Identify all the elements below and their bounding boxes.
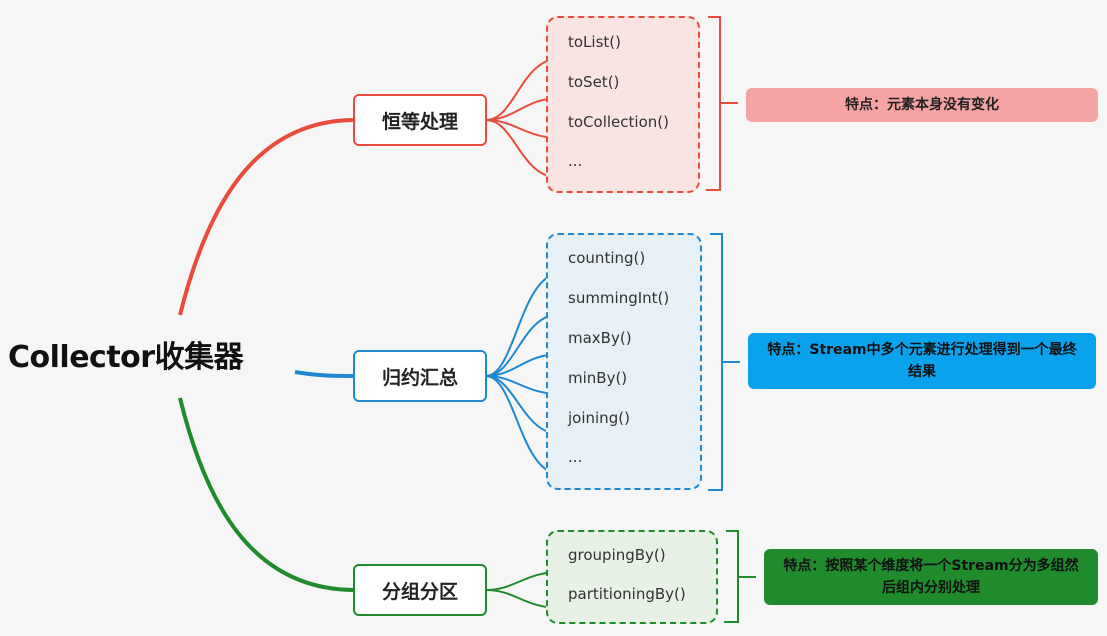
method-tolist[interactable]: toList() (568, 33, 621, 51)
method-maxby[interactable]: maxBy() (568, 329, 632, 347)
method-ellipsis: ... (568, 152, 583, 170)
reduce-note: 特点：Stream中多个元素进行处理得到一个最终结果 (748, 333, 1096, 389)
reduce-bracket (708, 233, 740, 491)
identity-bracket (706, 16, 738, 191)
method-tocollection[interactable]: toCollection() (568, 113, 669, 131)
category-identity[interactable]: 恒等处理 (353, 94, 487, 146)
root-to-reduce-line (294, 370, 356, 378)
method-joining[interactable]: joining() (568, 409, 630, 427)
root-to-identity-line (178, 118, 356, 316)
partition-note: 特点：按照某个维度将一个Stream分为多组然后组内分别处理 (764, 549, 1098, 605)
partition-bracket (724, 530, 756, 623)
method-ellipsis: ... (568, 448, 583, 466)
method-toset[interactable]: toSet() (568, 73, 620, 91)
category-partition[interactable]: 分组分区 (353, 564, 487, 616)
root-to-partition-line (178, 397, 356, 592)
identity-note: 特点：元素本身没有变化 (746, 88, 1098, 122)
method-groupingby[interactable]: groupingBy() (568, 546, 666, 564)
method-summingint[interactable]: summingInt() (568, 289, 670, 307)
method-minby[interactable]: minBy() (568, 369, 628, 387)
method-partitioningby[interactable]: partitioningBy() (568, 585, 686, 603)
category-reduce[interactable]: 归约汇总 (353, 350, 487, 402)
root-node[interactable]: Collector收集器 (8, 340, 244, 375)
reduce-methods-group (546, 233, 702, 490)
identity-methods-group (546, 16, 700, 193)
method-counting[interactable]: counting() (568, 249, 646, 267)
partition-methods-group (546, 530, 718, 624)
